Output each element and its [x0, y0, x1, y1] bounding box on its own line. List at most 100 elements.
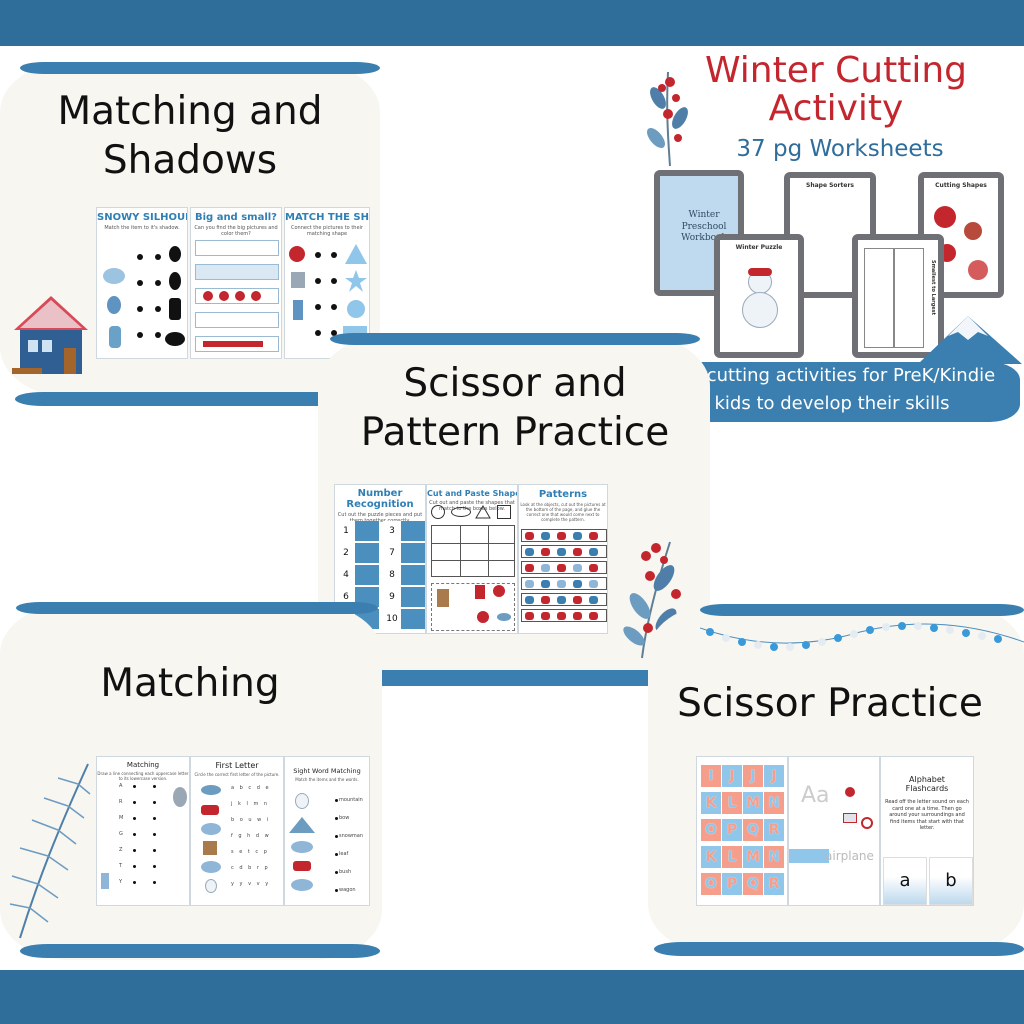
- pattern-item: [573, 532, 582, 540]
- match-dot: [335, 871, 338, 874]
- panel-stroke: [330, 333, 700, 345]
- letter-tile: R: [764, 873, 784, 895]
- section-title-matching: Matching: [100, 661, 280, 706]
- square-outline: [497, 505, 511, 519]
- uppercase-letter: A: [119, 783, 123, 789]
- pattern-item: [557, 580, 566, 588]
- bottom-band: [0, 970, 1024, 1024]
- letter-tile: N: [764, 792, 784, 814]
- garland-icon: [700, 622, 1024, 651]
- pattern-item: [525, 564, 534, 572]
- number-cell: 4: [337, 565, 355, 585]
- pattern-item: [557, 596, 566, 604]
- pattern-item: [573, 580, 582, 588]
- match-dot: [153, 881, 156, 884]
- worksheet-patterns: Patterns Look at the objects, cut out th…: [518, 484, 608, 634]
- match-dot: [153, 801, 156, 804]
- match-dot: [133, 865, 136, 868]
- sight-word: snowman: [339, 833, 364, 839]
- number-cell: 7: [383, 543, 401, 563]
- tree-image: [293, 300, 303, 320]
- uppercase-letter: M: [119, 815, 124, 821]
- bow-image: [201, 805, 219, 815]
- number-cell: 8: [383, 565, 401, 585]
- worksheet-match-the-shapes: MATCH THE SHAPES Connect the pictures to…: [284, 207, 370, 359]
- number-cell: 1: [337, 521, 355, 541]
- pattern-item: [557, 564, 566, 572]
- pattern-row: [521, 545, 607, 558]
- worksheet-matching: Matching Draw a line connecting each upp…: [96, 756, 190, 906]
- panel-stroke: [336, 670, 696, 686]
- snowman-image: [295, 793, 309, 809]
- pattern-item: [573, 612, 582, 620]
- match-dot: [335, 799, 338, 802]
- number-cell: 10: [383, 609, 401, 629]
- match-dot: [133, 849, 136, 852]
- star-shape: [345, 270, 367, 292]
- match-dot: [335, 853, 338, 856]
- letter-tile: Q: [743, 873, 763, 895]
- pattern-item: [557, 612, 566, 620]
- panel-stroke: [15, 392, 385, 406]
- section-title-scissor-practice: Scissor Practice: [677, 681, 983, 726]
- section-title-matching-shadows: Matching and Shadows: [57, 89, 323, 183]
- pattern-item: [525, 580, 534, 588]
- number-cell: 9: [383, 587, 401, 607]
- rock-image: [173, 787, 187, 807]
- puzzle-picture: [355, 521, 379, 541]
- puzzle-picture: [401, 565, 425, 585]
- pine-branch-icon: [9, 763, 91, 939]
- letter-tile: J: [722, 765, 742, 787]
- mountain-icon: [918, 316, 1022, 364]
- uppercase-letter: Z: [119, 847, 123, 853]
- worksheet-big-and-small: Big and small? Can you find the big pict…: [190, 207, 282, 359]
- sight-word: mountain: [339, 797, 363, 803]
- pattern-item: [525, 596, 534, 604]
- trace-letters: Aa: [801, 783, 830, 808]
- letter-choice-row: y y v v y: [231, 881, 271, 887]
- apple-image: [845, 787, 855, 797]
- sight-word: leaf: [339, 851, 349, 857]
- berry-branch-icon: [647, 71, 688, 167]
- bush-image: [291, 841, 313, 853]
- match-dot: [153, 817, 156, 820]
- worksheet-alphabet-flashcards: Alphabet Flashcards Read off the letter …: [880, 756, 974, 906]
- pattern-row: [521, 593, 607, 606]
- puzzle-picture: [355, 565, 379, 585]
- match-dot: [133, 881, 136, 884]
- letter-tile: P: [722, 819, 742, 841]
- letter-tile: P: [722, 873, 742, 895]
- pattern-item: [525, 532, 534, 540]
- letter-tile: M: [743, 846, 763, 868]
- pattern-item: [589, 548, 598, 556]
- uppercase-letter: R: [119, 799, 123, 805]
- ornament-image: [289, 246, 305, 262]
- match-dot: [133, 817, 136, 820]
- worksheet-sight-word-matching: Sight Word Matching Match the items and …: [284, 756, 370, 906]
- pattern-item: [541, 548, 550, 556]
- letter-tile: K: [701, 792, 721, 814]
- worksheet-puzzle-airplane: Aa airplane: [788, 756, 880, 906]
- panel-stroke: [20, 62, 380, 74]
- letter-tile: O: [701, 819, 721, 841]
- deer-image: [203, 841, 217, 855]
- pattern-item: [541, 580, 550, 588]
- pattern-item: [541, 564, 550, 572]
- alarm-clock-image: [861, 817, 873, 829]
- water-image: [789, 849, 829, 863]
- rock-image: [291, 879, 313, 891]
- tablet-smallest-largest: Smallest to Largest: [852, 234, 944, 358]
- circle-outline: [431, 505, 445, 519]
- pattern-item: [573, 564, 582, 572]
- uppercase-letter: G: [119, 831, 123, 837]
- letter-choice-row: f g h d w: [231, 833, 271, 839]
- snowman-image: [205, 879, 217, 893]
- pattern-item: [557, 548, 566, 556]
- leaf-image: [201, 785, 221, 795]
- letter-tile: M: [743, 792, 763, 814]
- sight-word: wagon: [339, 887, 356, 893]
